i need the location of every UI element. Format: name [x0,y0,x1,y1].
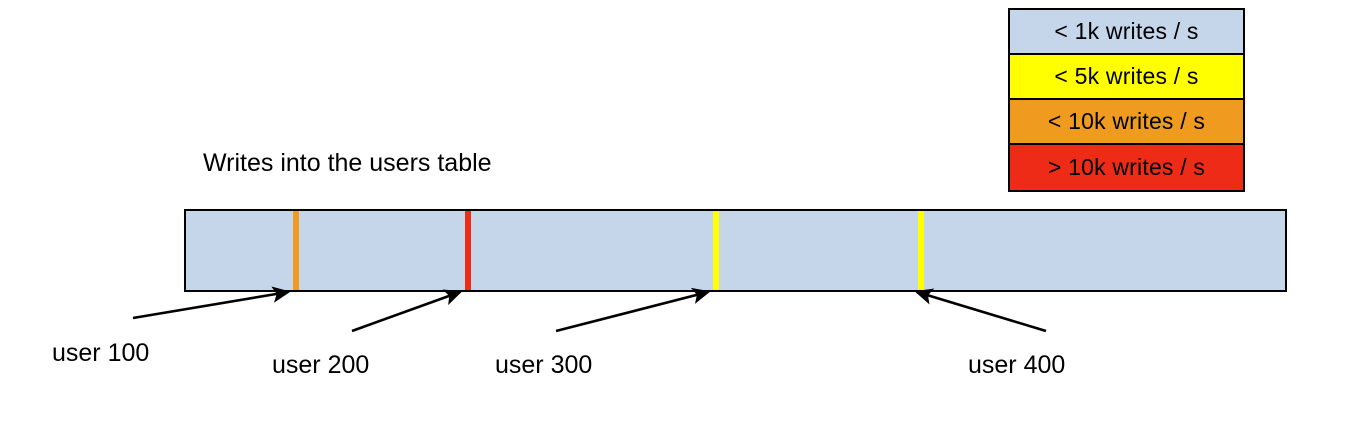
legend-item-2: < 10k writes / s [1010,100,1243,145]
users-table-bar [184,209,1287,292]
legend-item-0: < 1k writes / s [1010,10,1243,55]
callout-label-user-400: user 400 [968,351,1066,379]
user-400-stripe [918,211,924,290]
callout-arrow-user-200 [351,289,463,333]
legend-item-label: < 1k writes / s [1054,18,1199,44]
diagram-caption: Writes into the users table [203,149,492,177]
legend: < 1k writes / s < 5k writes / s < 10k wr… [1008,8,1245,192]
legend-item-3: > 10k writes / s [1010,145,1243,190]
callout-arrow-user-400 [914,288,1047,333]
callout-arrow-user-300 [555,287,711,333]
callout-label-user-300: user 300 [495,351,593,379]
callout-label-user-200: user 200 [272,351,370,379]
user-100-stripe [293,211,299,290]
user-200-stripe [465,211,471,290]
user-300-stripe [713,211,719,290]
legend-item-1: < 5k writes / s [1010,55,1243,100]
legend-item-label: < 5k writes / s [1054,63,1199,89]
legend-item-label: < 10k writes / s [1047,108,1206,134]
callout-arrow-user-100 [132,286,291,320]
callout-label-user-100: user 100 [52,339,150,367]
legend-item-label: > 10k writes / s [1047,154,1206,180]
